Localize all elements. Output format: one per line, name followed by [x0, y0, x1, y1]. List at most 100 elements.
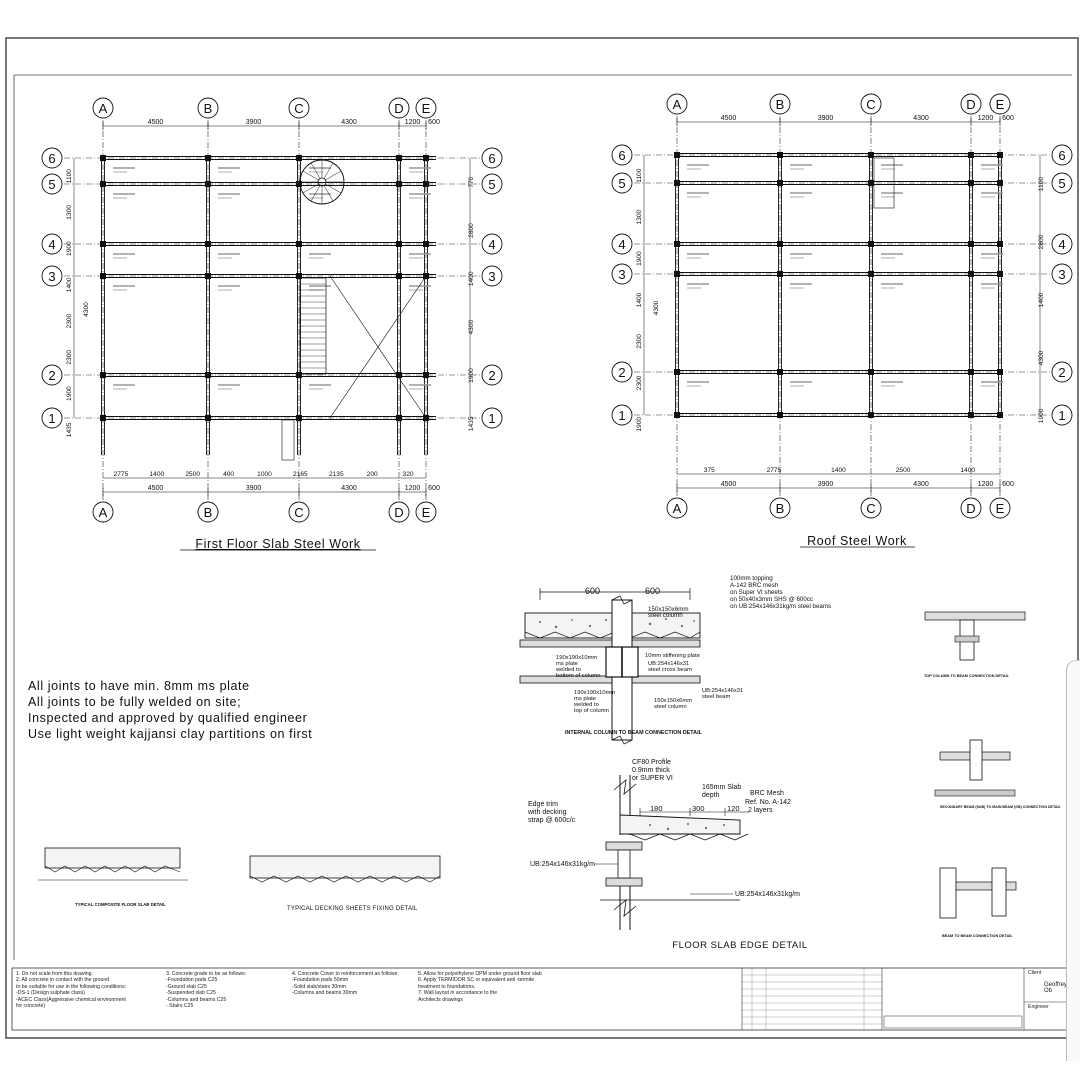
roof-grid-label-5: 5 — [1058, 176, 1065, 191]
roof-steel-column — [674, 152, 680, 158]
roof-grid-bubble — [666, 497, 688, 519]
first-grid-label-3: 3 — [48, 269, 55, 284]
first-subdim-value: 2165 — [293, 471, 308, 478]
first-vdim-value: 1900 — [66, 386, 73, 401]
roof-steel-column — [968, 412, 974, 418]
first-vdim-value: 770 — [468, 176, 475, 187]
client-name: Geoffrey Ob — [1044, 982, 1067, 995]
roof-grid-label-1: 1 — [618, 408, 625, 423]
first-grid-bubble — [41, 407, 63, 429]
first-steel-column — [296, 241, 302, 247]
roof-vdim-value: 2300 — [636, 334, 643, 349]
first-vdim-value: 2300 — [66, 313, 73, 328]
first-subdim-value: 1400 — [149, 471, 164, 478]
first-grid-bubble — [197, 97, 219, 119]
roof-dim-value: 4300 — [913, 115, 929, 122]
roof-vdim-value: 1100 — [636, 168, 643, 183]
first-vdim-value: 4300 — [468, 320, 475, 335]
roof-steel-column — [777, 369, 783, 375]
general-notes: All joints to have min. 8mm ms plate All… — [28, 678, 358, 742]
roof-steel-column — [997, 241, 1003, 247]
titleblock-note: Architects drawings — [418, 996, 463, 1003]
secondary-beam-detail: SECONDARY BEAM (SUB) TO MAIN BEAM (GB) C… — [934, 739, 1061, 809]
first-grid-label-3: 3 — [488, 269, 495, 284]
first-spiral-stair-tread — [323, 162, 334, 179]
note-line: All joints to have min. 8mm ms plate — [28, 679, 250, 693]
first-steel-column — [296, 181, 302, 187]
first-dim-value: 4500 — [148, 485, 164, 492]
first-steel-column — [205, 155, 211, 161]
roof-grid-label-E: E — [996, 97, 1005, 112]
roof-subdim-value: 1400 — [960, 467, 975, 474]
roof-grid-bubble — [1051, 233, 1073, 255]
roof-grid-bubble — [860, 497, 882, 519]
edge-dim-120: 120 — [727, 804, 740, 813]
first-vdim-value: 1900 — [66, 241, 73, 256]
first-dim-value: 4300 — [341, 485, 357, 492]
roof-subdim-value: 375 — [704, 467, 715, 474]
roof-grid-bubble — [960, 497, 982, 519]
titleblock-note: - Stairs C25 — [166, 1003, 194, 1010]
roof-steel-column — [674, 412, 680, 418]
first-spiral-stair-tread — [310, 185, 321, 202]
internal-label-9: welded to — [555, 667, 581, 673]
first-steel-column — [100, 273, 106, 279]
roof-vdim-value: 1400 — [636, 292, 643, 307]
first-steel-column — [396, 415, 402, 421]
roof-dim-value: 3900 — [818, 115, 834, 122]
first-grid-bubble — [481, 233, 503, 255]
roof-dim-value: 4300 — [913, 481, 929, 488]
titleblock-note: 5. Allow for polyethylene DPM under grou… — [418, 971, 542, 977]
roof-grid-bubble — [611, 404, 633, 426]
side-scroll-panel[interactable] — [1066, 660, 1080, 1061]
roof-vdim-value: 1400 — [1038, 292, 1045, 307]
first-subdim-value: 2135 — [329, 471, 344, 478]
edge-label-11: UB:254x146x31kg/m — [530, 861, 595, 868]
first-grid-bubble — [92, 501, 114, 523]
edge-label-12: UB:254x146x31kg/m — [735, 891, 800, 898]
roof-opening — [873, 157, 895, 209]
roof-subdim-value: 1400 — [831, 467, 846, 474]
first-grid-bubble — [481, 407, 503, 429]
roof-steel-column — [868, 180, 874, 186]
first-steel-column — [423, 372, 429, 378]
first-steel-column — [423, 155, 429, 161]
first-subdim-value: 200 — [367, 471, 378, 478]
first-steel-column — [100, 181, 106, 187]
first-steel-column — [205, 181, 211, 187]
roof-steel-column — [777, 152, 783, 158]
roof-vdim-outer: 4300 — [653, 300, 660, 315]
roof-grid-bubble — [611, 233, 633, 255]
first-grid-bubble — [92, 97, 114, 119]
first-dim-value: 4300 — [341, 119, 357, 126]
roof-dim-value: 1200 — [978, 481, 994, 488]
first-grid-label-C: C — [294, 505, 303, 520]
beam-beam-detail-title: BEAM TO BEAM CONNECTION DETAIL — [942, 934, 1013, 938]
first-grid-bubble — [288, 97, 310, 119]
titleblock-note: 3. Concrete grade to be as follows: — [166, 971, 247, 977]
first-steel-column — [296, 372, 302, 378]
roof-grid-label-C: C — [866, 501, 875, 516]
roof-grid-bubble — [1051, 361, 1073, 383]
first-lower-stair — [281, 419, 295, 461]
first-spiral-stair — [299, 159, 345, 205]
first-steel-column — [296, 155, 302, 161]
first-grid-label-D: D — [394, 505, 403, 520]
titleblock-notes-col4: 5. Allow for polyethylene DPM under grou… — [418, 971, 542, 1003]
roof-vdim-value: 1300 — [636, 209, 643, 224]
titleblock-note: to be suitable for use in the following … — [16, 983, 127, 990]
roof-vdim-value: 2300 — [636, 375, 643, 390]
internal-label-3: on 50x40x3mm SHS @ 600cc — [730, 596, 813, 603]
titleblock-note: 7. Wall layout in accordance to the — [418, 990, 498, 997]
first-dim-value: 1200 — [405, 485, 421, 492]
internal-label-11: 10mm stiffening plate — [645, 653, 700, 659]
roof-dim-value: 3900 — [818, 481, 834, 488]
first-grid-label-B: B — [204, 505, 213, 520]
first-steel-column — [205, 415, 211, 421]
roof-grid-label-2: 2 — [1058, 365, 1065, 380]
first-grid-bubble — [288, 501, 310, 523]
internal-dim-right: 600 — [645, 586, 660, 596]
first-grid-bubble — [197, 501, 219, 523]
roof-grid-label-1: 1 — [1058, 408, 1065, 423]
internal-label-18: welded to — [573, 702, 599, 708]
